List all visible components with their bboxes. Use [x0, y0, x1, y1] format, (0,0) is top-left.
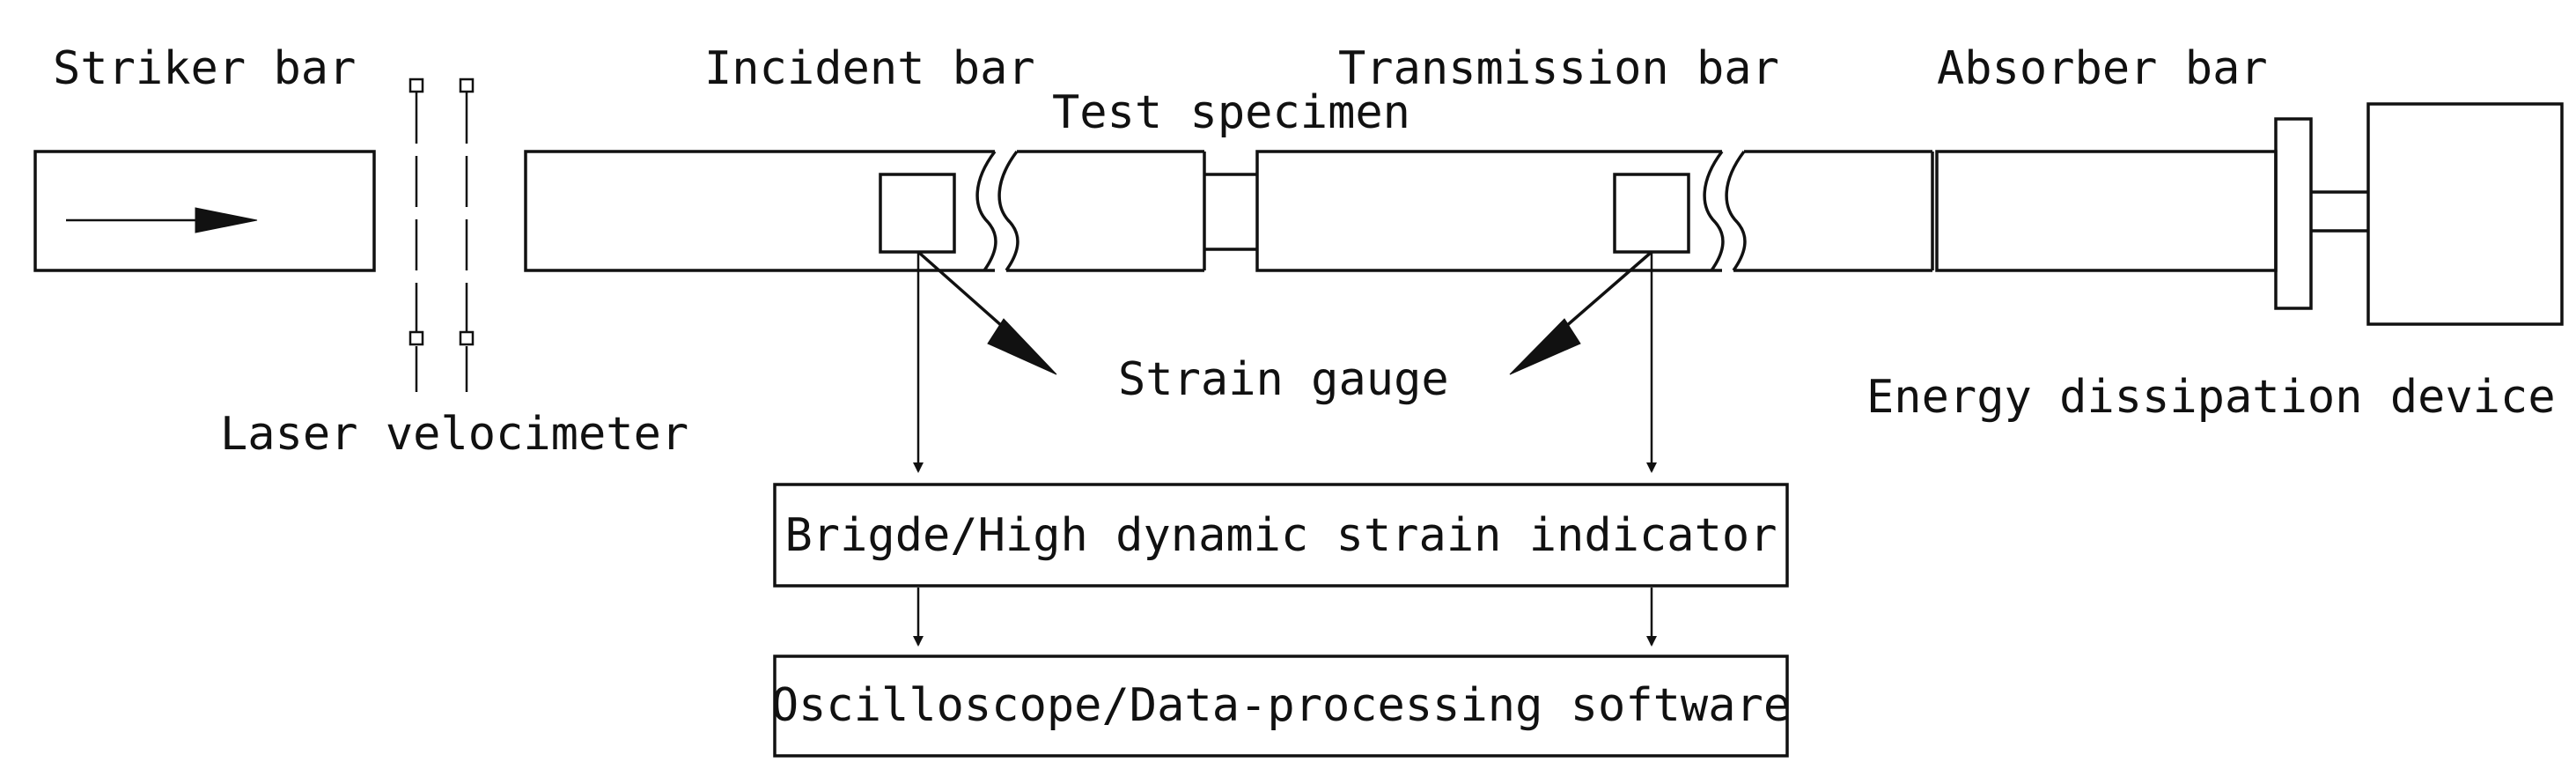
strain-gauge-pointer-left	[916, 250, 1057, 375]
label-incident-bar: Incident bar	[704, 42, 1035, 95]
strain-indicator-box	[773, 483, 1789, 588]
strain-gauge-pointer-right	[1509, 250, 1653, 375]
oscilloscope-label: Oscilloscope/Data-processing software	[771, 679, 1791, 732]
label-striker-bar: Striker bar	[53, 42, 356, 95]
test-specimen	[1204, 173, 1257, 251]
laser-velocimeter	[408, 78, 475, 392]
incident-strain-gauge	[879, 173, 956, 254]
label-test-specimen: Test specimen	[1052, 86, 1410, 139]
incident-bar	[524, 150, 1206, 272]
label-energy-dissipation-device: Energy dissipation device	[1866, 371, 2556, 424]
transmission-bar	[1255, 150, 1934, 272]
strain-indicator-label: Brigde/High dynamic strain indicator	[784, 509, 1777, 562]
signal-lines	[913, 252, 1657, 647]
absorber-bar	[1935, 150, 2278, 272]
striker-bar	[33, 150, 376, 272]
label-laser-velocimeter: Laser velocimeter	[220, 408, 688, 461]
label-transmission-bar: Transmission bar	[1338, 42, 1779, 95]
oscilloscope-box	[773, 655, 1789, 758]
energy-dissipation-device	[2274, 102, 2564, 326]
transmission-strain-gauge	[1613, 173, 1690, 254]
label-strain-gauge: Strain gauge	[1118, 353, 1449, 406]
label-absorber-bar: Absorber bar	[1937, 42, 2268, 95]
